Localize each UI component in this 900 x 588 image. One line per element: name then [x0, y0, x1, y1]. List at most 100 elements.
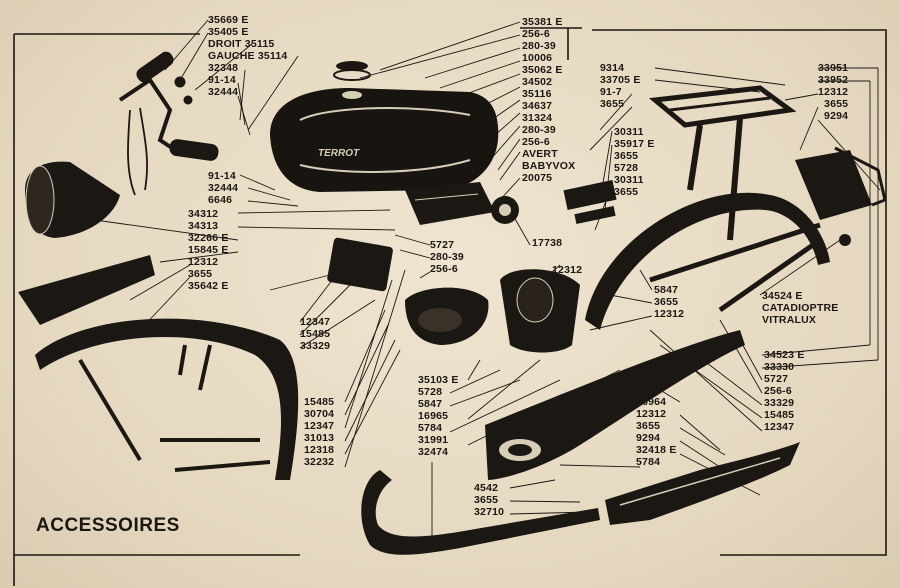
labels-left-low: 15485 30704 12347 31013 12318 32232 — [304, 396, 334, 468]
headlamp-drawing — [25, 161, 120, 238]
part-number: 280-39 — [522, 40, 556, 52]
part-number: 9314 — [600, 62, 625, 74]
center-bracket-drawing — [563, 180, 617, 225]
part-number: 31324 — [522, 112, 553, 124]
part-number: 12347 — [764, 421, 795, 433]
chain-guard-drawing — [485, 330, 745, 480]
frame-border — [13, 27, 887, 586]
part-number: 12318 — [304, 444, 335, 456]
tank-brand-text: TERROT — [318, 148, 360, 159]
part-number: 5784 — [418, 422, 443, 434]
part-number: GAUCHE 35114 — [208, 50, 288, 62]
part-number: 9294 — [636, 432, 661, 444]
labels-rear-mid: 5847 3655 12312 — [654, 284, 684, 320]
part-number: 5728 — [418, 386, 443, 398]
part-number: 256-6 — [522, 136, 550, 148]
part-number: 30311 — [614, 174, 644, 186]
tail-lamp-drawing — [795, 146, 887, 246]
part-number: 20075 — [522, 172, 553, 184]
part-number: 15485 — [300, 328, 331, 340]
part-number: 12312 — [552, 264, 583, 276]
part-number: 33951 — [818, 62, 849, 74]
battery-box-drawing — [500, 269, 580, 353]
labels-center-a: 5727 280-39 256-6 — [430, 239, 464, 275]
fuel-tank-drawing: TERROT — [270, 61, 499, 192]
part-number: 6646 — [208, 194, 233, 206]
part-label: VITRALUX — [762, 314, 817, 326]
labels-center-low: 35103 E 5728 5847 16965 5784 31991 32474 — [418, 374, 459, 458]
luggage-carrier-drawing — [648, 85, 797, 241]
labels-handlebar: 35669 E 35405 E DROIT 35115 GAUCHE 35114… — [208, 14, 287, 98]
part-number: 33329 — [300, 340, 331, 352]
part-number: 30311 — [614, 126, 644, 138]
part-number: 32444 — [208, 86, 239, 98]
labels-headlamp: 34312 34313 32266 E 15845 E 12312 3655 3… — [188, 208, 229, 292]
part-number: 256-6 — [522, 28, 550, 40]
part-number: 12312 — [818, 86, 849, 98]
exhaust-drawing — [361, 442, 800, 555]
part-number: DROIT 35115 — [208, 38, 275, 50]
part-number: 15845 E — [188, 244, 229, 256]
part-number: 5727 — [430, 239, 455, 251]
part-number: 34502 — [522, 76, 553, 88]
switch-plate-drawing — [327, 237, 393, 292]
part-number: 16965 — [418, 410, 449, 422]
part-number: 17738 — [532, 237, 563, 249]
part-number: 33330 — [764, 361, 795, 373]
part-number: 3655 — [188, 268, 213, 280]
part-number: 280-39 — [430, 251, 464, 263]
part-number: 12347 — [300, 316, 331, 328]
part-number: 12312 — [636, 408, 667, 420]
part-number: 3655 — [474, 494, 499, 506]
part-number: 33705 E — [600, 74, 641, 86]
part-number: 35103 E — [418, 374, 459, 386]
part-number: 35405 E — [208, 26, 249, 38]
part-number: 30704 — [304, 408, 335, 420]
part-number: AVERT — [522, 148, 558, 160]
part-number: 5784 — [636, 456, 661, 468]
part-number: 32348 — [208, 62, 239, 74]
part-number: 15485 — [304, 396, 335, 408]
part-number: 35669 E — [208, 14, 249, 26]
part-number: 32418 E — [636, 444, 677, 456]
part-number: 31013 — [304, 432, 335, 444]
part-number: 3655 — [654, 296, 679, 308]
part-number: 12312 — [188, 256, 219, 268]
horn-drawing — [491, 196, 519, 224]
part-number: 10006 — [522, 52, 553, 64]
part-number: 256-6 — [430, 263, 458, 275]
part-number: 15485 — [764, 409, 795, 421]
knee-pad-drawing — [405, 182, 495, 225]
part-number: 33329 — [764, 397, 795, 409]
part-number: 31991 — [418, 434, 449, 446]
part-number: 34524 E — [762, 290, 803, 302]
part-number: 3655 — [600, 98, 625, 110]
part-number: 4542 — [474, 482, 499, 494]
labels-catadioptre: 34524 E CATADIOPTRE VITRALUX — [762, 290, 838, 326]
page-title: ACCESSOIRES — [36, 515, 180, 536]
part-number: 32710 — [474, 506, 505, 518]
side-cover-drawing — [405, 287, 489, 345]
labels-exhaust: 4542 3655 32710 — [474, 482, 504, 518]
part-number: 33952 — [818, 74, 849, 86]
part-number: 3655 — [636, 420, 661, 432]
part-number: 34523 E — [764, 349, 805, 361]
part-number: 5847 — [418, 398, 443, 410]
labels-chain-guard: 16964 12312 3655 9294 32418 E 5784 — [636, 396, 677, 468]
part-number: 5728 — [614, 162, 639, 174]
part-number: 34637 — [522, 100, 553, 112]
part-number: 12312 — [654, 308, 685, 320]
part-number: 32444 — [208, 182, 239, 194]
part-number: 32474 — [418, 446, 449, 458]
labels-carrier: 9314 33705 E 91-7 3655 — [600, 62, 641, 110]
handlebar-drawing — [118, 51, 219, 196]
labels-middle-bracket: 30311 35917 E 3655 5728 30311 3655 — [614, 126, 655, 198]
part-number: 35917 E — [614, 138, 655, 150]
part-number: 5847 — [654, 284, 679, 296]
part-number: 35116 — [522, 88, 552, 100]
labels-right-top: 33951 33952 12312 3655 9294 — [818, 62, 848, 122]
part-number: 5727 — [764, 373, 789, 385]
labels-right-lower: 34523 E 33330 5727 256-6 33329 15485 123… — [764, 349, 805, 433]
